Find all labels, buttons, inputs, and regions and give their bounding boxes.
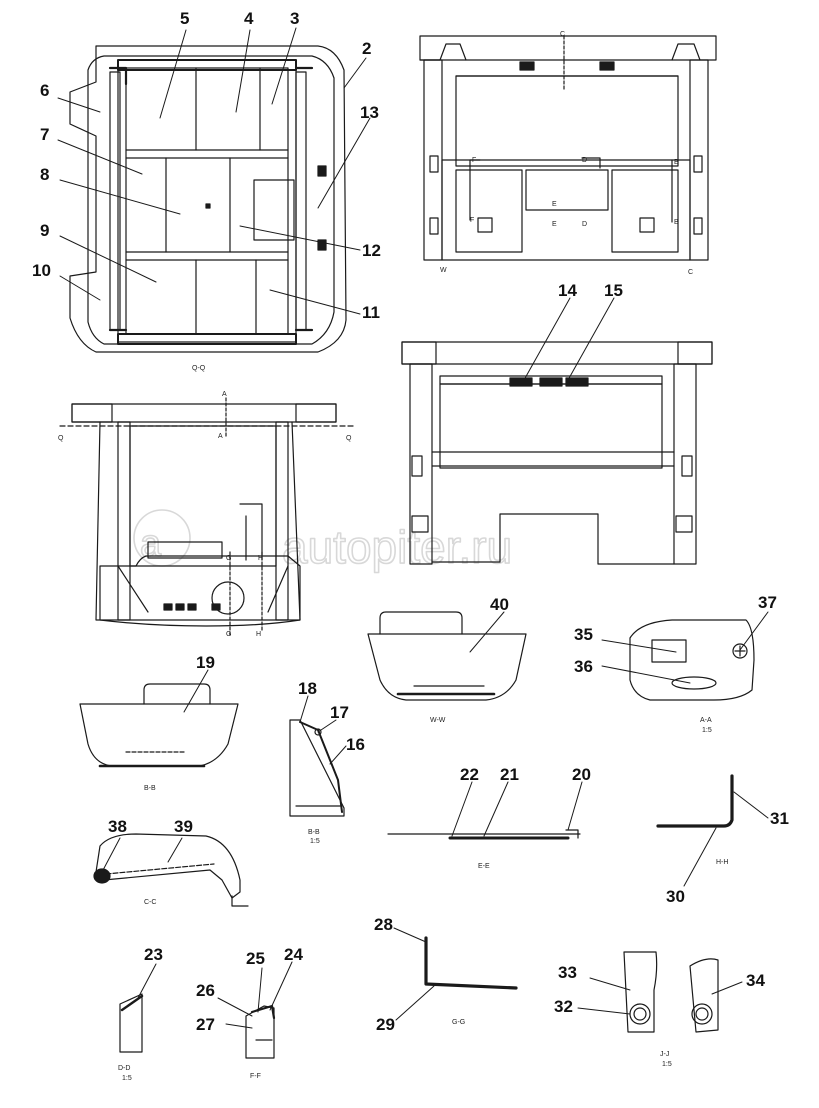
mark-d-bottom: D [582, 221, 587, 228]
caption-ff: F-F [250, 1073, 261, 1080]
view-side-mid [59, 397, 357, 637]
callout-10: 10 [32, 261, 51, 280]
svg-text:a: a [140, 523, 162, 565]
callout-26: 26 [196, 981, 215, 1000]
callout-3: 3 [290, 9, 299, 28]
mark-e-top: E [552, 201, 557, 208]
caption-ee: E-E [478, 863, 490, 870]
mark-f-top: F [472, 157, 476, 164]
section-marks: A A Q Q C C B B D D E E F F W G G H H [58, 31, 693, 638]
caption-cc: C-C [144, 899, 156, 906]
callout-16: 16 [346, 735, 365, 754]
callout-5: 5 [180, 9, 189, 28]
callout-36: 36 [574, 657, 593, 676]
mark-g-top: G [226, 555, 231, 562]
callout-4: 4 [244, 9, 254, 28]
callout-28: 28 [374, 915, 393, 934]
caption-dd-scale: 1:5 [122, 1075, 132, 1082]
mark-f-bottom: F [470, 217, 474, 224]
callout-31: 31 [770, 809, 789, 828]
caption-dd: D-D [118, 1065, 130, 1072]
callout-8: 8 [40, 165, 49, 184]
view-front-mid [401, 341, 713, 565]
callout-15: 15 [604, 281, 623, 300]
mark-a-top: A [222, 391, 227, 398]
mark-e-bottom: E [552, 221, 557, 228]
callout-14: 14 [558, 281, 577, 300]
callout-40: 40 [490, 595, 509, 614]
view-ff [245, 1004, 276, 1059]
callout-29: 29 [376, 1015, 395, 1034]
leader-lines [57, 27, 769, 1029]
mark-g-bottom: G [226, 631, 231, 638]
callout-30: 30 [666, 887, 685, 906]
view-captions: Q-Q B-B B-B 1:5 C-C D-D 1:5 F-F W-W E-E … [118, 365, 728, 1082]
mark-d-top: D [582, 157, 587, 164]
watermark-text: autopiter.ru [282, 521, 512, 573]
callout-35: 35 [574, 625, 593, 644]
view-dd [119, 993, 144, 1053]
mark-h-top: H [258, 555, 263, 562]
caption-aa-scale: 1:5 [702, 727, 712, 734]
view-rear-top [419, 35, 717, 261]
caption-bb2-scale: 1:5 [310, 838, 320, 845]
callout-23: 23 [144, 945, 163, 964]
caption-hh: H-H [716, 859, 728, 866]
callout-37: 37 [758, 593, 777, 612]
callout-13: 13 [360, 103, 379, 122]
caption-aa: A-A [700, 717, 712, 724]
caption-qq: Q-Q [192, 365, 206, 372]
caption-ww: W-W [430, 717, 446, 724]
callout-18: 18 [298, 679, 317, 698]
view-aa [629, 619, 755, 701]
watermark: a autopiter.ru [133, 509, 513, 574]
callout-11: 11 [362, 303, 380, 322]
callout-34: 34 [746, 971, 765, 990]
view-ww [367, 611, 527, 701]
callout-7: 7 [40, 125, 49, 144]
callout-12: 12 [362, 241, 381, 260]
caption-bb2: B-B [308, 829, 320, 836]
view-qq [69, 45, 347, 353]
view-bb2 [289, 719, 345, 817]
view-hh [656, 774, 734, 828]
callout-17: 17 [330, 703, 349, 722]
view-cc [93, 833, 249, 907]
callout-2: 2 [362, 39, 371, 58]
caption-jj: J-J [660, 1051, 669, 1058]
mark-h-bottom: H [256, 631, 261, 638]
callout-20: 20 [572, 765, 591, 784]
callout-39: 39 [174, 817, 193, 836]
callout-numbers: 5 4 3 2 6 7 8 9 10 11 12 13 14 15 40 19 … [32, 9, 789, 1034]
caption-jj-scale: 1:5 [662, 1061, 672, 1068]
mark-b-bottom: B [674, 219, 679, 226]
caption-gg: G-G [452, 1019, 465, 1026]
caption-bb: B-B [144, 785, 156, 792]
mark-b-top: B [674, 159, 679, 166]
view-gg [424, 936, 518, 990]
mark-c-top: C [560, 31, 565, 38]
callout-25: 25 [246, 949, 265, 968]
callout-24: 24 [284, 945, 303, 964]
callout-38: 38 [108, 817, 127, 836]
callout-33: 33 [558, 963, 577, 982]
view-bb [79, 683, 239, 768]
mark-a-bottom: A [218, 433, 223, 440]
mark-q-left: Q [58, 435, 64, 442]
mark-w: W [440, 267, 447, 274]
callout-19: 19 [196, 653, 215, 672]
view-ee [387, 829, 581, 840]
callout-27: 27 [196, 1015, 215, 1034]
callout-6: 6 [40, 81, 49, 100]
callout-9: 9 [40, 221, 49, 240]
view-jj [623, 951, 719, 1033]
mark-c-bottom: C [688, 269, 693, 276]
mark-q-right: Q [346, 435, 352, 442]
callout-21: 21 [500, 765, 519, 784]
callout-32: 32 [554, 997, 573, 1016]
callout-22: 22 [460, 765, 479, 784]
